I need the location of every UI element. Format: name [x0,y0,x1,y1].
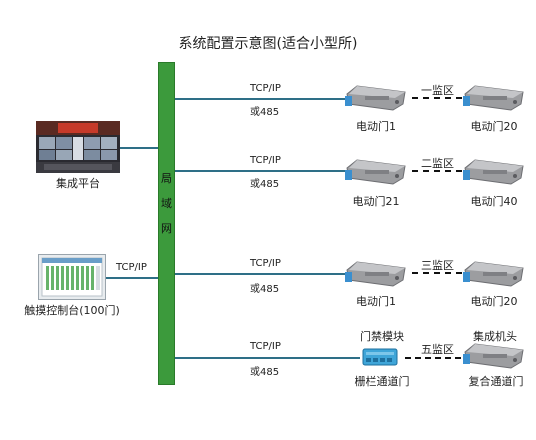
lan-bus-label-2: 域 [161,197,172,210]
lan-bus [158,62,175,385]
row4-zone-link [405,357,461,359]
row2-link-line [175,170,345,172]
row1-protocol-1: TCP/IP [250,83,281,94]
console-link-line [106,277,158,279]
integration-platform-image [36,121,120,173]
row3-link-line [175,273,345,275]
row3-protocol-2: 或485 [250,284,280,295]
row1-zone-label: 一监区 [421,84,454,97]
platform-link-line [120,147,158,149]
row4-protocol-1: TCP/IP [250,341,281,352]
row4-protocol-2: 或485 [250,367,280,378]
integrated-head-label: 集成机头 [473,330,517,343]
row3-door-left-label: 电动门1 [356,295,396,308]
row4-zone-label: 五监区 [421,343,454,356]
access-module-label: 门禁模块 [360,330,404,343]
row1-zone-link [412,97,462,99]
row3-door-right-label: 电动门20 [470,295,518,308]
row1-protocol-2: 或485 [250,107,280,118]
row3-protocol-1: TCP/IP [250,258,281,269]
row4-link-line [175,357,360,359]
row2-protocol-2: 或485 [250,179,280,190]
diagram-title: 系统配置示意图(适合小型所) [178,36,358,52]
composite-gate-label: 复合通道门 [468,375,524,388]
row3-zone-link [412,272,462,274]
integration-platform-label: 集成平台 [56,177,100,190]
row3-zone-label: 三监区 [421,259,454,272]
touch-console-image [38,254,106,300]
fence-gate-label: 栅栏通道门 [354,375,410,388]
row1-link-line [175,98,345,100]
row1-door-right-label: 电动门20 [470,120,518,133]
row3-door-left-image [345,258,407,288]
row2-door-left-label: 电动门21 [352,195,400,208]
lan-bus-label-1: 局 [161,172,172,185]
row3-door-right-image [463,258,525,288]
row2-door-left-image [345,156,407,186]
lan-bus-label-3: 网 [161,222,172,235]
row2-door-right-image [463,156,525,186]
access-module-icon [362,346,398,368]
row1-door-right-image [463,82,525,112]
row1-door-left-image [345,82,407,112]
touch-console-label: 触摸控制台(100门) [24,304,120,317]
row1-door-left-label: 电动门1 [356,120,396,133]
row2-door-right-label: 电动门40 [470,195,518,208]
console-link-label: TCP/IP [116,262,147,273]
row2-protocol-1: TCP/IP [250,155,281,166]
row2-zone-link [412,170,462,172]
row4-door-right-image [463,340,525,370]
row2-zone-label: 二监区 [421,157,454,170]
